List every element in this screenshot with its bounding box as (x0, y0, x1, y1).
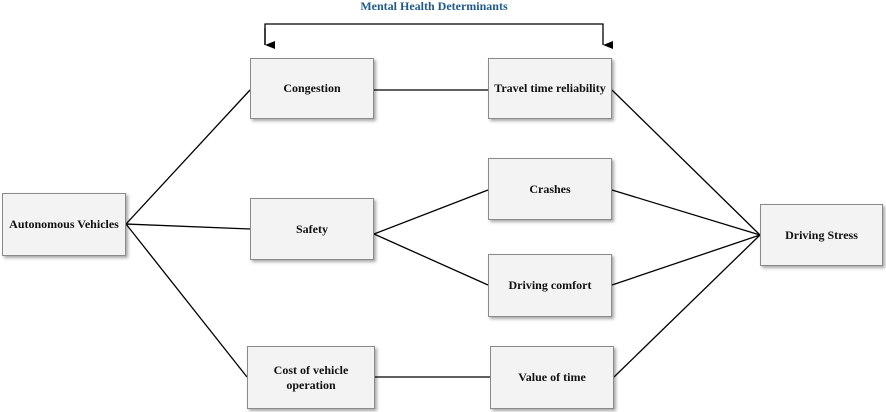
node-safety: Safety (250, 198, 374, 260)
node-cost-of-vehicle-operation: Cost of vehicle operation (247, 346, 375, 409)
edge-safety-to-driving-comfort (373, 233, 489, 286)
edge-autonomous-vehicles-to-congestion (125, 89, 251, 225)
node-congestion: Congestion (250, 58, 374, 119)
edge-crashes-to-driving-stress (611, 189, 761, 236)
bracket-arrow-right (264, 23, 613, 49)
heading-bracket (264, 23, 613, 49)
node-travel-time-reliability: Travel time reliability (488, 58, 612, 119)
node-driving-stress: Driving Stress (760, 204, 883, 266)
edge-autonomous-vehicles-to-safety (125, 223, 251, 230)
edge-safety-to-crashes (373, 189, 489, 235)
mental-health-determinants-heading: Mental Health Determinants (360, 0, 508, 13)
edge-travel-time-reliability-to-driving-stress (611, 89, 761, 236)
node-value-of-time: Value of time (490, 346, 614, 409)
edge-autonomous-vehicles-to-cost-of-vehicle-operation (125, 223, 248, 378)
edge-driving-comfort-to-driving-stress (611, 234, 761, 286)
node-crashes: Crashes (488, 158, 612, 220)
node-autonomous-vehicles: Autonomous Vehicles (2, 193, 126, 256)
node-driving-comfort: Driving comfort (488, 254, 612, 317)
edge-value-of-time-to-driving-stress (613, 234, 761, 378)
